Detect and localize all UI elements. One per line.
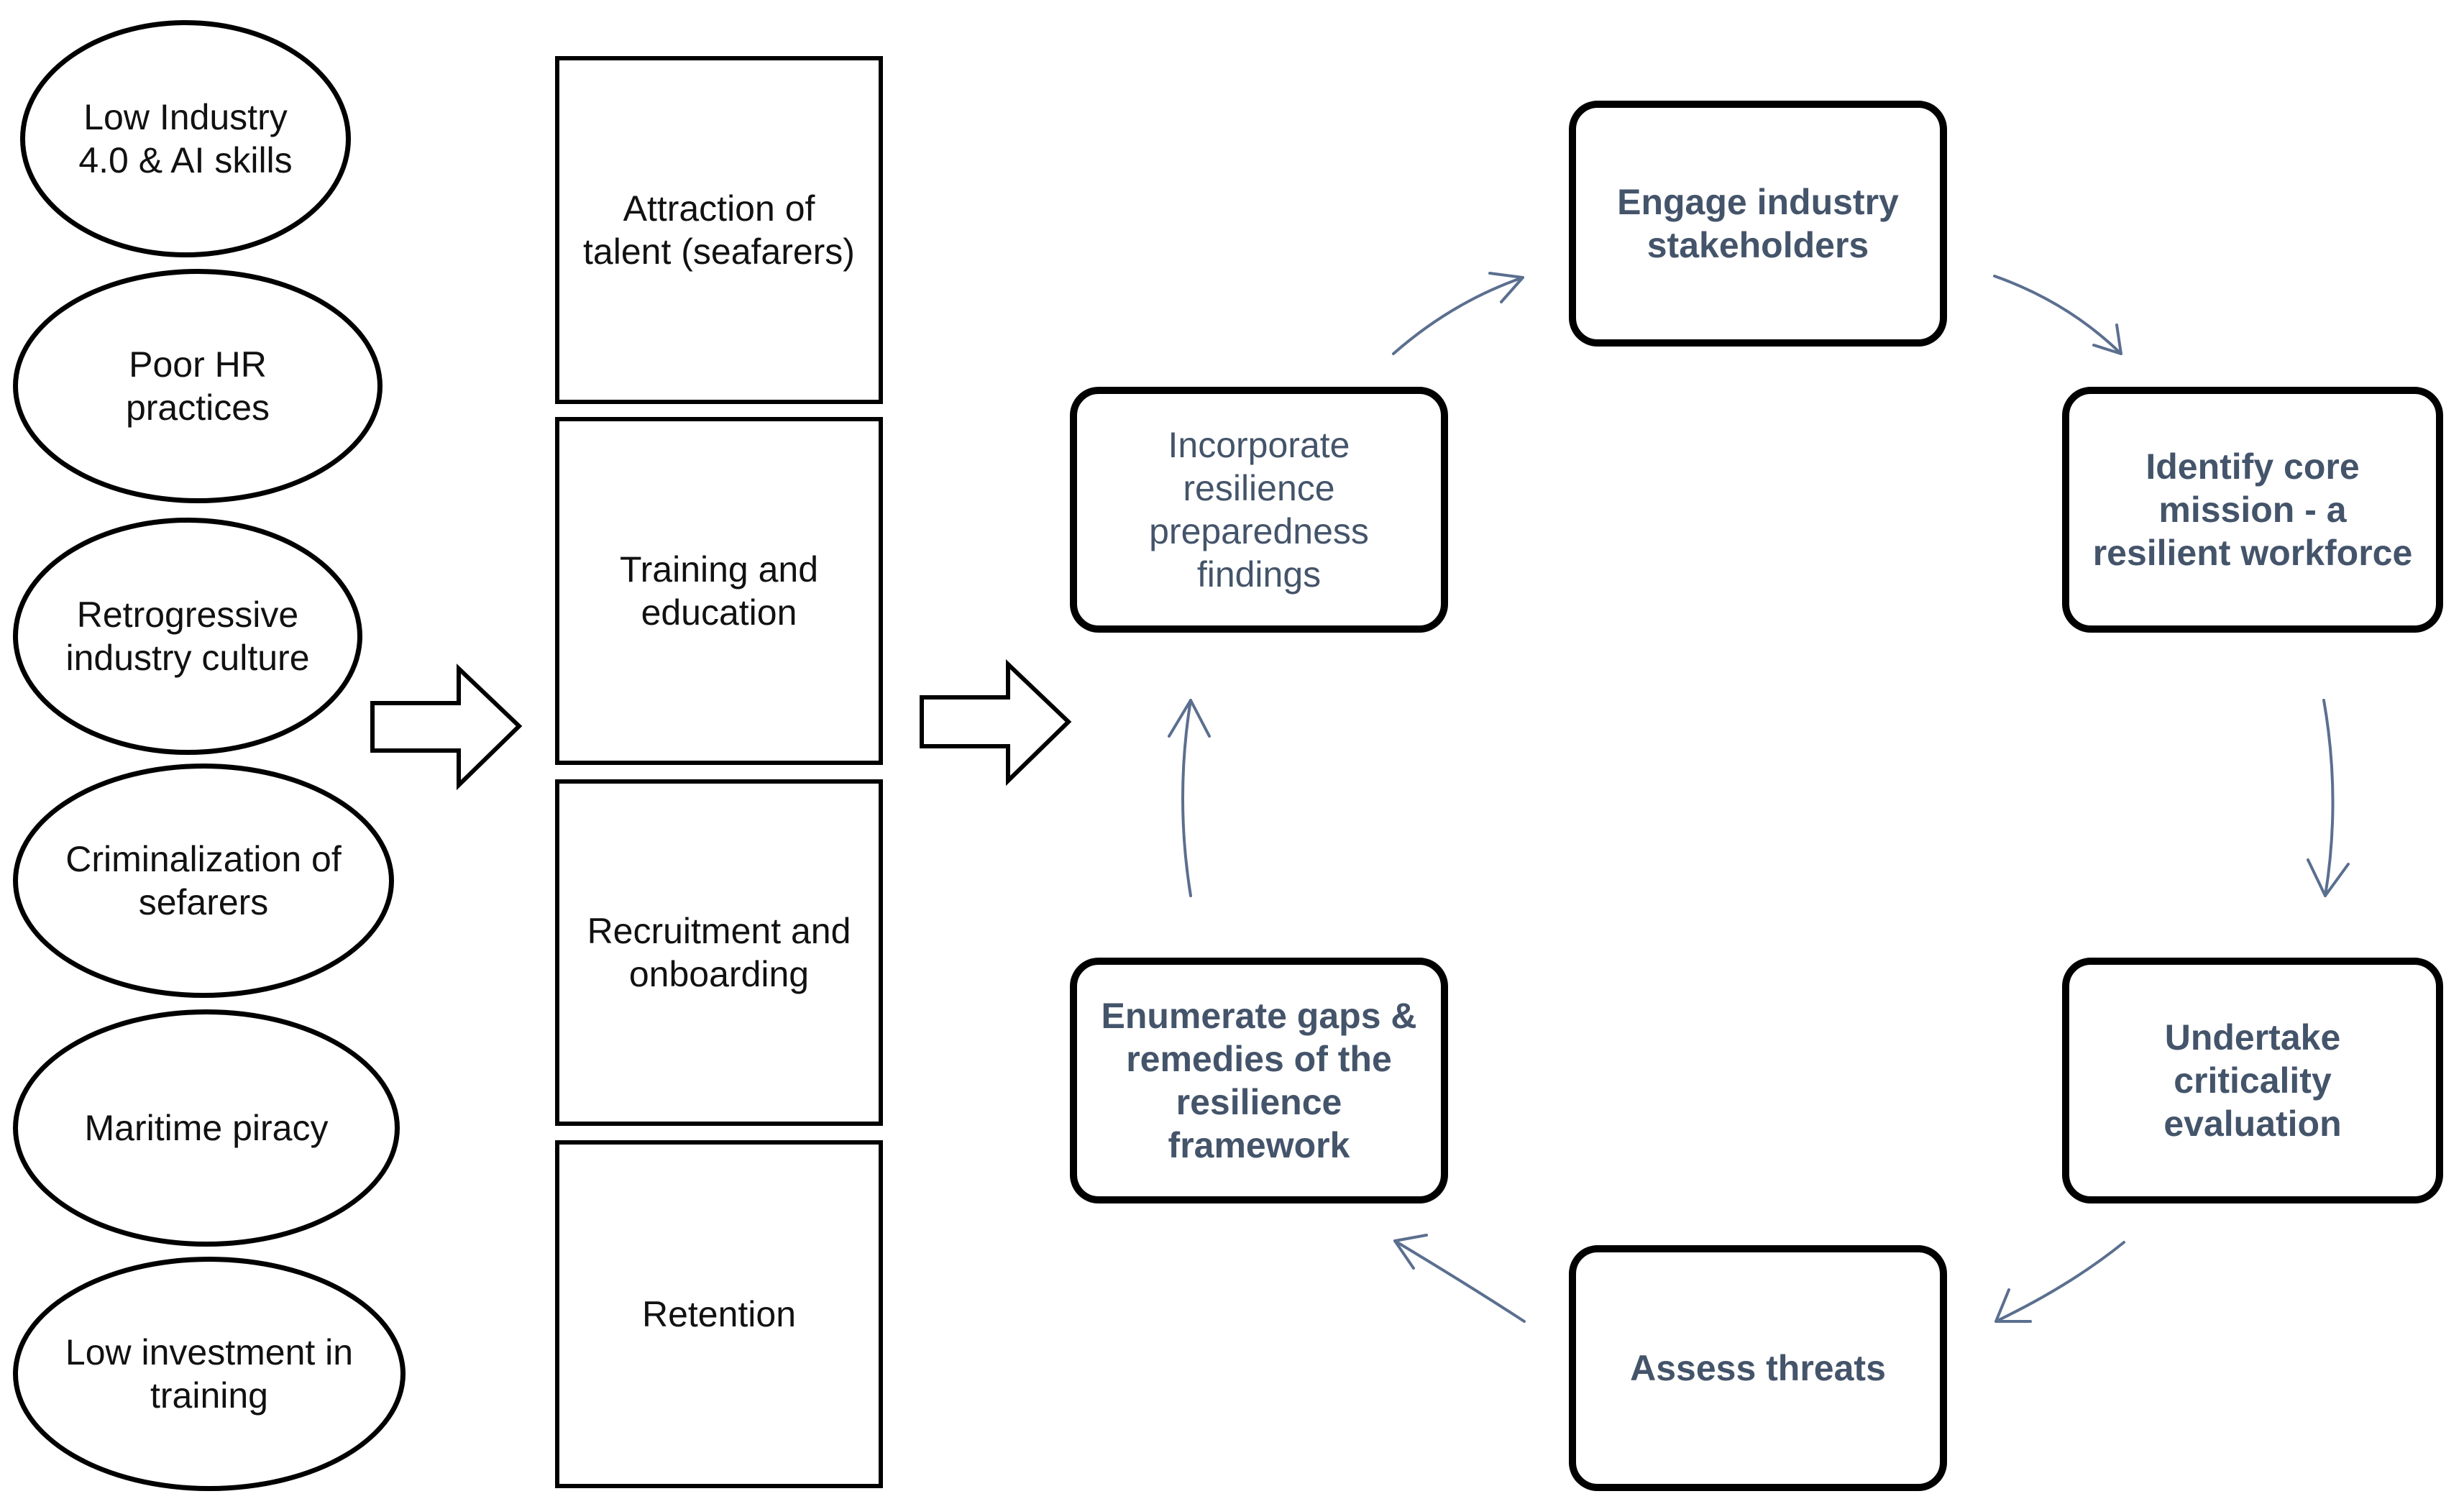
cause-label: Low Industry 4.0 & AI skills xyxy=(78,97,293,180)
cause-ellipse-1: Low Industry 4.0 & AI skills xyxy=(20,20,351,257)
step-incorporate-findings: Incorporate resilience preparedness find… xyxy=(1070,387,1448,633)
step-undertake-criticality-evaluation: Undertake criticality evaluation xyxy=(2062,958,2443,1203)
stage-label: Training and education xyxy=(619,549,819,633)
cycle-arrow-incorporate-to-engage xyxy=(1392,276,1524,355)
stage-label: Retention xyxy=(641,1294,797,1334)
stage-label: Recruitment and onboarding xyxy=(587,911,851,994)
cause-ellipse-4: Criminalization of sefarers xyxy=(13,764,394,998)
cycle-arrowhead-engage xyxy=(1488,272,1524,303)
step-label: Assess threats xyxy=(1630,1348,1886,1388)
stage-box-3: Recruitment and onboarding xyxy=(555,779,883,1126)
cause-label: Criminalization of sefarers xyxy=(65,839,342,922)
cause-ellipse-2: Poor HR practices xyxy=(13,269,383,503)
stage-box-1: Attraction of talent (seafarers) xyxy=(555,56,883,404)
cycle-arrow-enumerate-to-incorporate xyxy=(1181,699,1192,897)
step-label: Engage industry stakeholders xyxy=(1617,182,1899,265)
block-arrow-stages-to-cycle xyxy=(920,659,1072,787)
cycle-arrow-engage-to-identify xyxy=(1993,275,2122,355)
cause-label: Low investment in training xyxy=(65,1332,354,1416)
step-engage-stakeholders: Engage industry stakeholders xyxy=(1569,101,1947,347)
cause-label: Retrogressive industry culture xyxy=(65,595,310,678)
cycle-arrowhead-identify xyxy=(2092,324,2122,355)
cause-ellipse-5: Maritime piracy xyxy=(13,1009,400,1247)
cycle-arrowhead-enumerate xyxy=(1393,1234,1428,1270)
stage-box-2: Training and education xyxy=(555,417,883,765)
cycle-arrowhead-undertake xyxy=(2307,858,2350,897)
cycle-arrow-identify-to-undertake xyxy=(2322,699,2335,897)
cause-ellipse-3: Retrogressive industry culture xyxy=(13,518,362,755)
step-label: Identify core mission - a resilient work… xyxy=(2092,446,2413,573)
cause-label: Poor HR practices xyxy=(125,344,270,428)
step-label: Enumerate gaps & remedies of the resilie… xyxy=(1101,996,1417,1165)
cycle-arrowhead-incorporate xyxy=(1168,699,1211,738)
block-arrow-causes-to-stages xyxy=(370,664,523,791)
stage-label: Attraction of talent (seafarers) xyxy=(583,188,855,272)
cause-label: Maritime piracy xyxy=(84,1108,329,1148)
step-enumerate-gaps: Enumerate gaps & remedies of the resilie… xyxy=(1070,958,1448,1203)
cycle-arrow-assess-to-enumerate xyxy=(1393,1239,1526,1323)
cycle-arrowhead-assess xyxy=(1994,1288,2032,1323)
step-identify-core-mission: Identify core mission - a resilient work… xyxy=(2062,387,2443,633)
cycle-arrow-undertake-to-assess xyxy=(1994,1241,2125,1323)
stage-box-4: Retention xyxy=(555,1140,883,1488)
step-label: Undertake criticality evaluation xyxy=(2163,1017,2342,1144)
cause-ellipse-6: Low investment in training xyxy=(13,1257,406,1491)
step-label: Incorporate resilience preparedness find… xyxy=(1149,425,1369,595)
step-assess-threats: Assess threats xyxy=(1569,1245,1947,1491)
